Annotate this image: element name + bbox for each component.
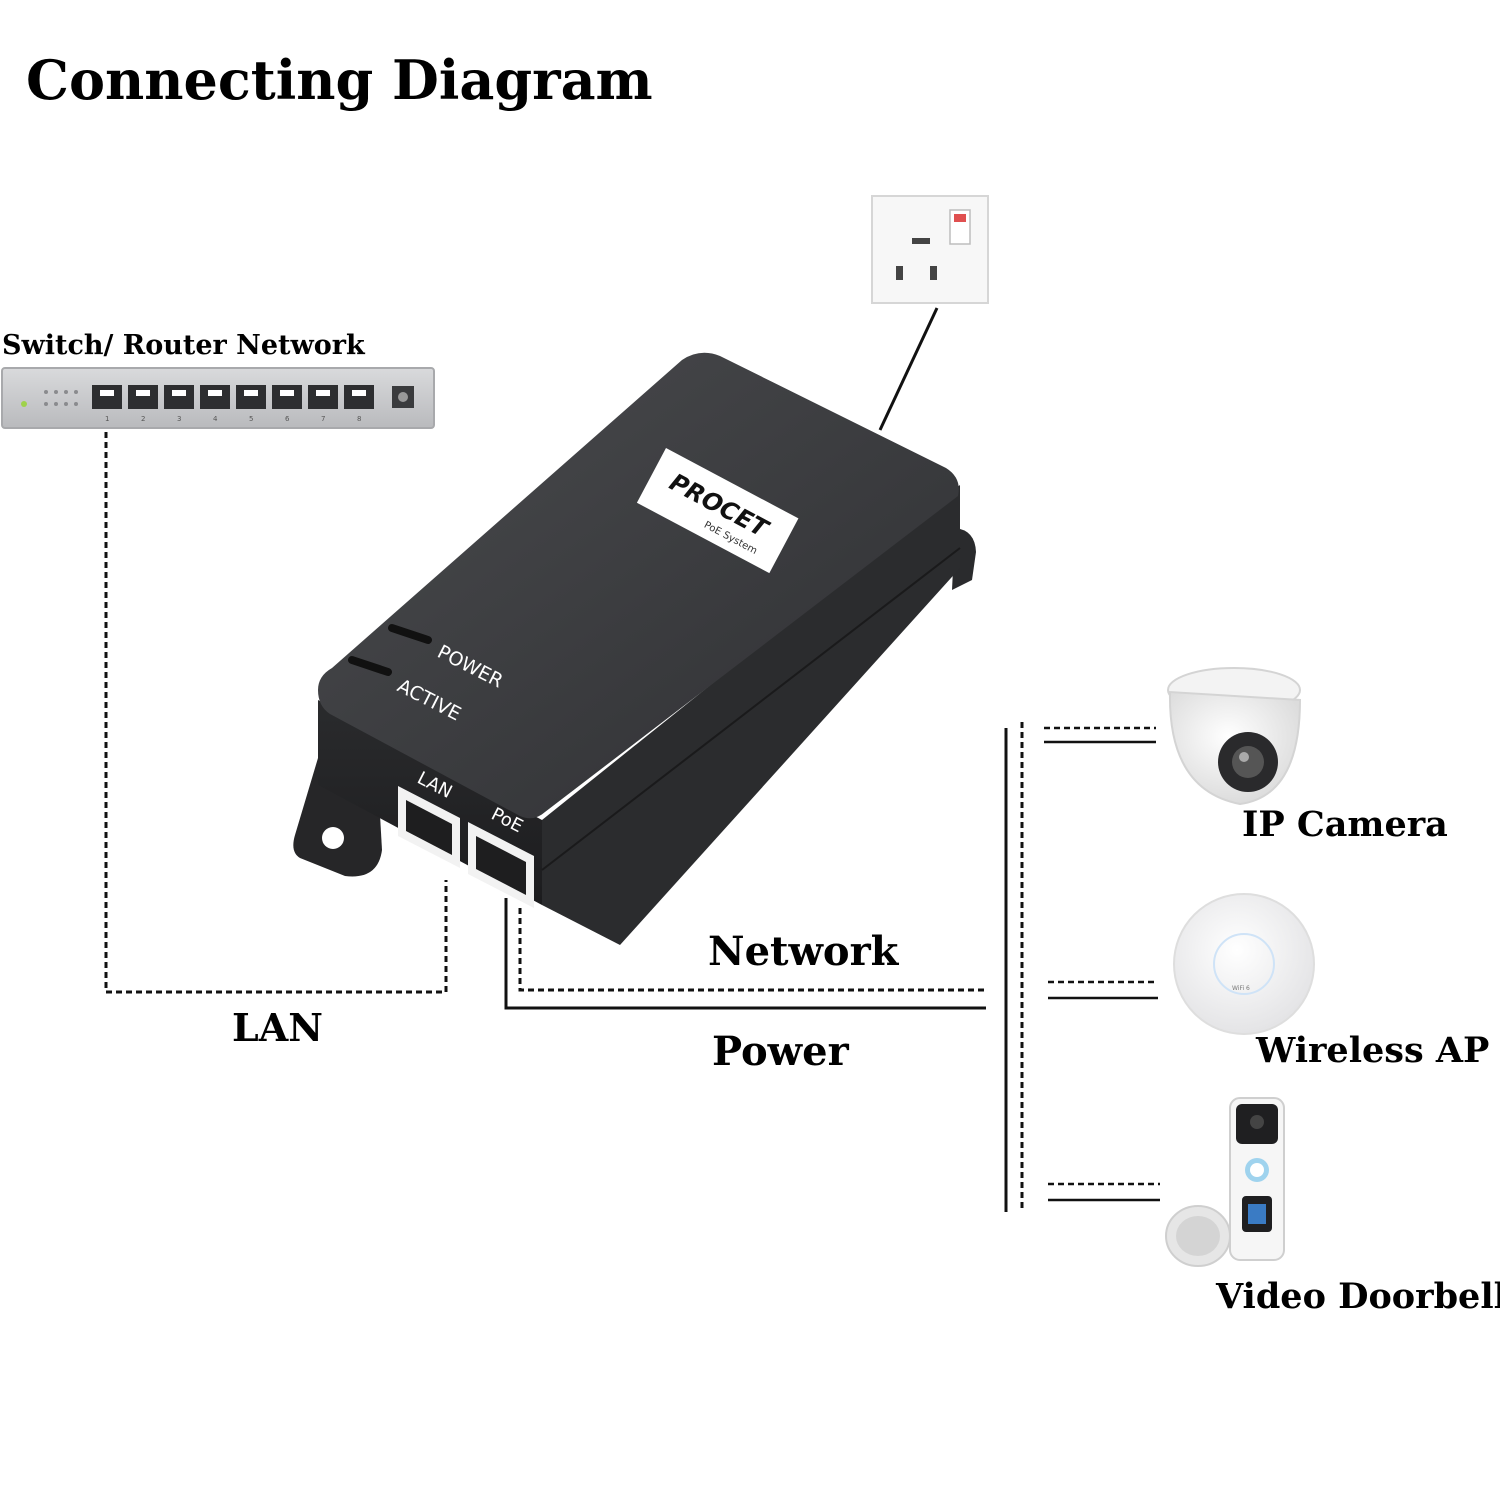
network-cable xyxy=(518,908,986,992)
wireless-ap-label: Wireless AP xyxy=(1256,1030,1490,1071)
lan-cable xyxy=(104,432,448,994)
video-doorbell-icon xyxy=(1165,1097,1285,1267)
network-connection-label: Network xyxy=(708,928,899,975)
video-doorbell-label: Video Doorbell xyxy=(1216,1276,1500,1317)
switch-port-label: 7 xyxy=(321,415,325,423)
switch-port-label: 8 xyxy=(357,415,361,423)
switch-port-label: 1 xyxy=(105,415,109,423)
switch-port-label: 6 xyxy=(285,415,290,423)
ip-camera-icon xyxy=(1167,667,1302,806)
wireless-ap-icon: WiFi 6 xyxy=(1173,893,1315,1035)
wall-socket xyxy=(871,195,989,304)
switch-port-label: 3 xyxy=(177,415,181,423)
switch-port-label: 2 xyxy=(141,415,145,423)
power-connection-label: Power xyxy=(712,1028,849,1075)
camera-branch xyxy=(1044,726,1156,744)
ip-camera-label: IP Camera xyxy=(1242,804,1448,845)
ap-badge: WiFi 6 xyxy=(1232,985,1250,992)
switch-ports xyxy=(92,385,374,409)
network-switch: 1 2 3 4 5 6 7 8 xyxy=(1,367,435,429)
switch-port-label: 5 xyxy=(249,415,253,423)
page-title: Connecting Diagram xyxy=(26,48,653,112)
power-cord xyxy=(878,307,939,431)
switch-label: Switch/ Router Network xyxy=(2,330,365,361)
lan-connection-label: LAN xyxy=(232,1005,323,1050)
power-cable xyxy=(504,898,986,1010)
switch-port-label: 4 xyxy=(213,415,218,423)
doorbell-branch xyxy=(1048,1182,1160,1202)
poe-injector: POWER ACTIVE PROCET PoE System LAN PoE xyxy=(293,352,976,945)
ap-branch xyxy=(1048,980,1158,1000)
